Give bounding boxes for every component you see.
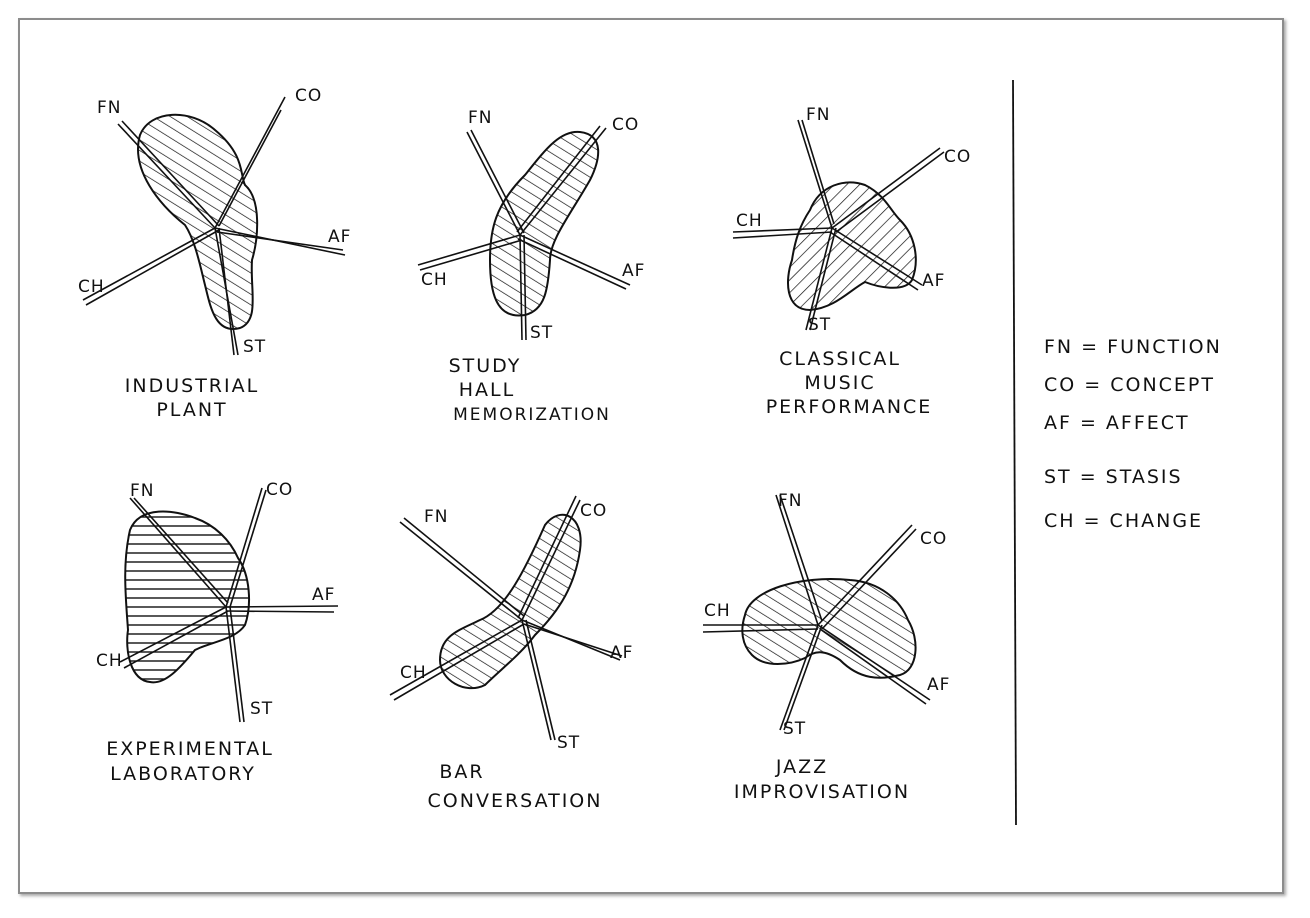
- diagram-experimental-laboratory: FN CO AF ST CH EXPERIMENTAL LABORATORY: [96, 480, 339, 785]
- label-co-industrial-plant: CO: [295, 86, 322, 106]
- blob-industrial-plant: [137, 113, 259, 331]
- axes-experimental-laboratory: [119, 487, 339, 723]
- legend-item-co: CO = CONCEPT: [1044, 374, 1215, 396]
- title-line-2-experimental-laboratory: LABORATORY: [110, 763, 256, 785]
- label-st-industrial-plant: ST: [243, 337, 266, 357]
- title-line-2-industrial-plant: PLANT: [156, 399, 227, 421]
- title-line-3-classical-music: PERFORMANCE: [766, 396, 933, 418]
- title-line-3-study-hall: MEMORIZATION: [453, 405, 611, 425]
- label-ch-classical-music: CH: [736, 211, 763, 231]
- label-st-classical-music: ST: [808, 315, 831, 335]
- title-line-2-jazz-improvisation: IMPROVISATION: [734, 781, 910, 803]
- title-line-1-classical-music: CLASSICAL: [779, 348, 901, 370]
- title-line-2-classical-music: MUSIC: [804, 372, 875, 394]
- axes-classical-music: [732, 119, 945, 331]
- label-af-bar-conversation: AF: [610, 643, 633, 663]
- legend-item-af: AF = AFFECT: [1044, 412, 1190, 434]
- label-fn-experimental-laboratory: FN: [130, 481, 155, 501]
- label-ch-bar-conversation: CH: [400, 663, 427, 683]
- title-line-2-study-hall: HALL: [459, 379, 515, 401]
- label-st-bar-conversation: ST: [557, 733, 580, 753]
- label-co-experimental-laboratory: CO: [266, 480, 293, 500]
- label-fn-study-hall: FN: [468, 108, 493, 128]
- vertical-divider: [1012, 79, 1017, 826]
- diagram-study-hall: FN CO AF ST CH STUDY HALL MEMORIZATION: [417, 108, 645, 425]
- label-co-bar-conversation: CO: [580, 501, 607, 521]
- label-af-study-hall: AF: [622, 261, 645, 281]
- title-line-1-industrial-plant: INDUSTRIAL: [125, 375, 259, 397]
- title-line-1-study-hall: STUDY: [449, 355, 522, 377]
- label-af-experimental-laboratory: AF: [312, 585, 335, 605]
- label-st-study-hall: ST: [530, 323, 553, 343]
- axes-jazz-improvisation: [702, 494, 931, 731]
- label-co-jazz-improvisation: CO: [920, 529, 947, 549]
- label-ch-industrial-plant: CH: [78, 277, 105, 297]
- diagram-jazz-improvisation: FN CO AF ST CH JAZZ IMPROVISATION: [702, 491, 950, 803]
- title-line-1-jazz-improvisation: JAZZ: [775, 756, 828, 778]
- label-st-jazz-improvisation: ST: [783, 719, 806, 739]
- blob-study-hall: [488, 130, 600, 317]
- label-ch-jazz-improvisation: CH: [704, 601, 731, 621]
- diagram-classical-music: FN CO AF ST CH CLASSICAL MUSIC PERFORMAN…: [732, 105, 971, 418]
- label-co-study-hall: CO: [612, 115, 639, 135]
- legend-item-fn: FN = FUNCTION: [1044, 336, 1222, 358]
- axes-bar-conversation: [389, 495, 623, 741]
- label-af-industrial-plant: AF: [328, 227, 351, 247]
- diagram-bar-conversation: FN CO AF ST CH BAR CONVERSATION: [389, 495, 633, 812]
- label-ch-study-hall: CH: [421, 270, 448, 290]
- label-fn-industrial-plant: FN: [97, 98, 122, 118]
- axes-industrial-plant: [82, 96, 346, 356]
- axes-study-hall: [417, 125, 631, 341]
- legend-item-st: ST = STASIS: [1044, 466, 1183, 488]
- title-line-2-bar-conversation: CONVERSATION: [428, 790, 603, 812]
- label-ch-experimental-laboratory: CH: [96, 651, 123, 671]
- label-af-jazz-improvisation: AF: [927, 675, 950, 695]
- legend: FN = FUNCTION CO = CONCEPT AF = AFFECT S…: [1044, 336, 1222, 532]
- label-fn-bar-conversation: FN: [424, 507, 449, 527]
- blob-experimental-laboratory: [124, 510, 250, 684]
- title-line-1-bar-conversation: BAR: [439, 761, 484, 783]
- label-fn-classical-music: FN: [806, 105, 831, 125]
- title-line-1-experimental-laboratory: EXPERIMENTAL: [106, 738, 274, 760]
- label-fn-jazz-improvisation: FN: [778, 491, 803, 511]
- diagram-industrial-plant: FN CO AF ST CH INDUSTRIAL PLANT: [78, 86, 351, 421]
- blob-jazz-improvisation: [741, 578, 917, 679]
- legend-item-ch: CH = CHANGE: [1044, 510, 1203, 532]
- blob-bar-conversation: [438, 513, 582, 690]
- label-af-classical-music: AF: [922, 271, 945, 291]
- label-st-experimental-laboratory: ST: [250, 699, 273, 719]
- label-co-classical-music: CO: [944, 147, 971, 167]
